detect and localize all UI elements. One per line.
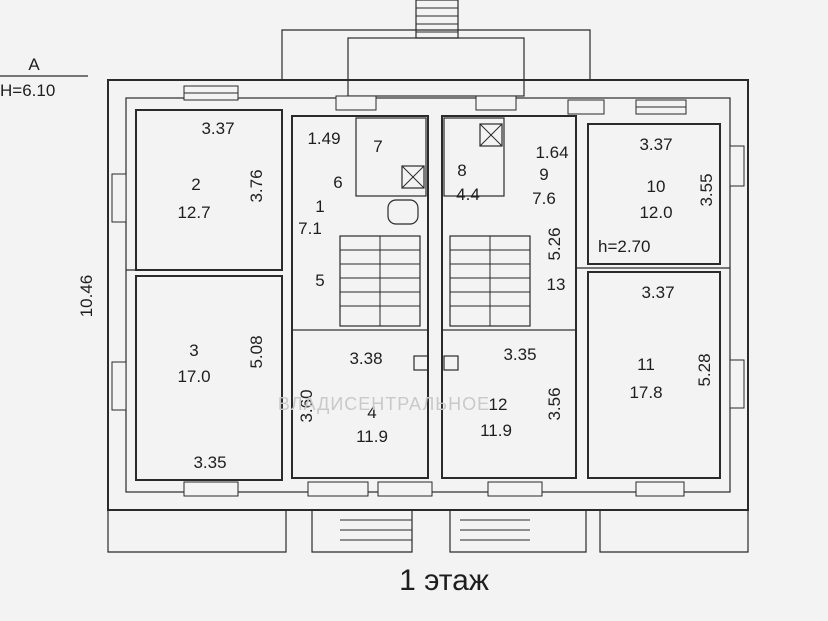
room-10-area: 12.0 [639,203,672,222]
room-11-length: 5.28 [695,353,714,386]
room-3-area: 17.0 [177,367,210,386]
room-11-area: 17.8 [629,383,662,402]
bottom-porch-right [599,510,749,553]
axis-letter: A [28,55,40,74]
room-7-number: 7 [373,137,382,156]
room-4-length: 3.60 [297,389,316,422]
room-13-number: 13 [547,275,566,294]
stove-icon-right [479,123,503,147]
floor-caption: 1 этаж [399,564,489,597]
stove-icon [401,165,425,189]
windows-bottom [183,481,685,497]
outer-wall [107,79,749,511]
room-1-area: 7.1 [298,219,322,238]
bottom-porch-mid-left [311,510,413,553]
room-9-length: 5.26 [545,227,564,260]
room-9-number: 9 [539,165,548,184]
room-10 [587,123,721,265]
room-2-area: 12.7 [177,203,210,222]
overall-dimension: 10.46 [77,275,96,318]
bottom-porch-left [107,510,287,553]
room-11-width: 3.37 [641,283,674,302]
axis-elevation: H=6.10 [0,81,55,100]
room-12-number: 12 [489,395,508,414]
room-10-length: 3.55 [697,173,716,206]
room-1-number: 1 [315,197,324,216]
room-9-area: 7.6 [532,189,556,208]
room-12-length: 3.56 [545,387,564,420]
top-porch-outline [281,29,591,80]
bottom-porch-mid-right [449,510,587,553]
room-8 [443,117,505,197]
room-12-area: 11.9 [480,421,512,440]
stair-left [339,235,421,327]
stair-right [449,235,531,327]
room-10-width: 3.37 [639,135,672,154]
watermark: ВЛАДИСЕНТРАЛЬНОЕ [278,394,490,414]
windows-top [183,85,687,115]
room-8-number: 8 [457,161,466,180]
top-porch [347,37,525,97]
room-3 [135,275,283,481]
room-8-area: 4.4 [456,185,480,204]
bathtub-icon [387,199,419,225]
room-4 [291,329,429,479]
room-4-number: 4 [367,403,376,422]
room-2-length: 3.76 [247,169,266,202]
shaft-icon [413,355,429,371]
room-12 [441,329,577,479]
room-11-number: 11 [637,355,655,374]
room-3-length: 5.08 [247,335,266,368]
room-12-width: 3.35 [503,345,536,364]
room-11 [587,271,721,479]
room-5-number: 5 [315,271,324,290]
room-3-width: 3.35 [193,453,226,472]
top-stair [415,0,459,39]
room-3-number: 3 [189,341,198,360]
ceiling-height: h=2.70 [598,237,650,256]
room-9-width: 1.64 [535,143,568,162]
room-4-width: 3.38 [349,349,382,368]
left-apartment [291,115,429,479]
room-10-number: 10 [647,177,666,196]
bottom-stair [340,519,530,541]
shaft-icon-right [443,355,459,371]
room-2-width: 3.37 [201,119,234,138]
room-7 [355,117,427,197]
room-2-number: 2 [191,175,200,194]
room-4-area: 11.9 [356,427,388,446]
room-6-number: 6 [333,173,342,192]
windows-side [111,145,745,411]
room-1-width: 1.49 [307,129,340,148]
